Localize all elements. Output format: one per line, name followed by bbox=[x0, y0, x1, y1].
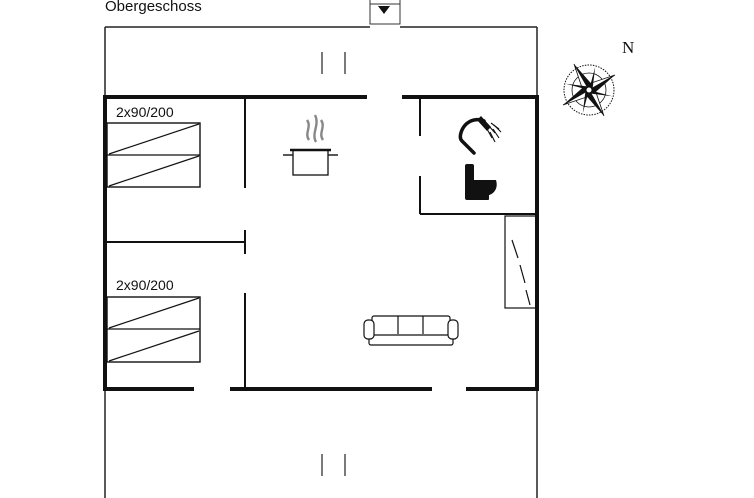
toilet-icon bbox=[465, 164, 497, 200]
floor-label: Obergeschoss bbox=[105, 0, 202, 15]
kitchen-pot-icon bbox=[283, 114, 338, 176]
wardrobe bbox=[504, 215, 537, 309]
bed-1: 2x90/200 bbox=[106, 104, 201, 188]
sofa-icon bbox=[363, 315, 459, 346]
north-label: N bbox=[622, 38, 634, 57]
balcony-marker-top bbox=[321, 52, 346, 74]
compass-rose-icon bbox=[562, 63, 616, 117]
exterior-walls bbox=[103, 95, 539, 391]
bed-2-label: 2x90/200 bbox=[116, 277, 174, 293]
bed-2: 2x90/200 bbox=[106, 277, 201, 363]
balcony-marker-bottom bbox=[321, 454, 346, 476]
stairs-arrow-icon bbox=[369, 0, 401, 25]
shower-icon bbox=[458, 116, 502, 155]
interior-walls bbox=[107, 99, 535, 387]
bed-1-label: 2x90/200 bbox=[116, 104, 174, 120]
